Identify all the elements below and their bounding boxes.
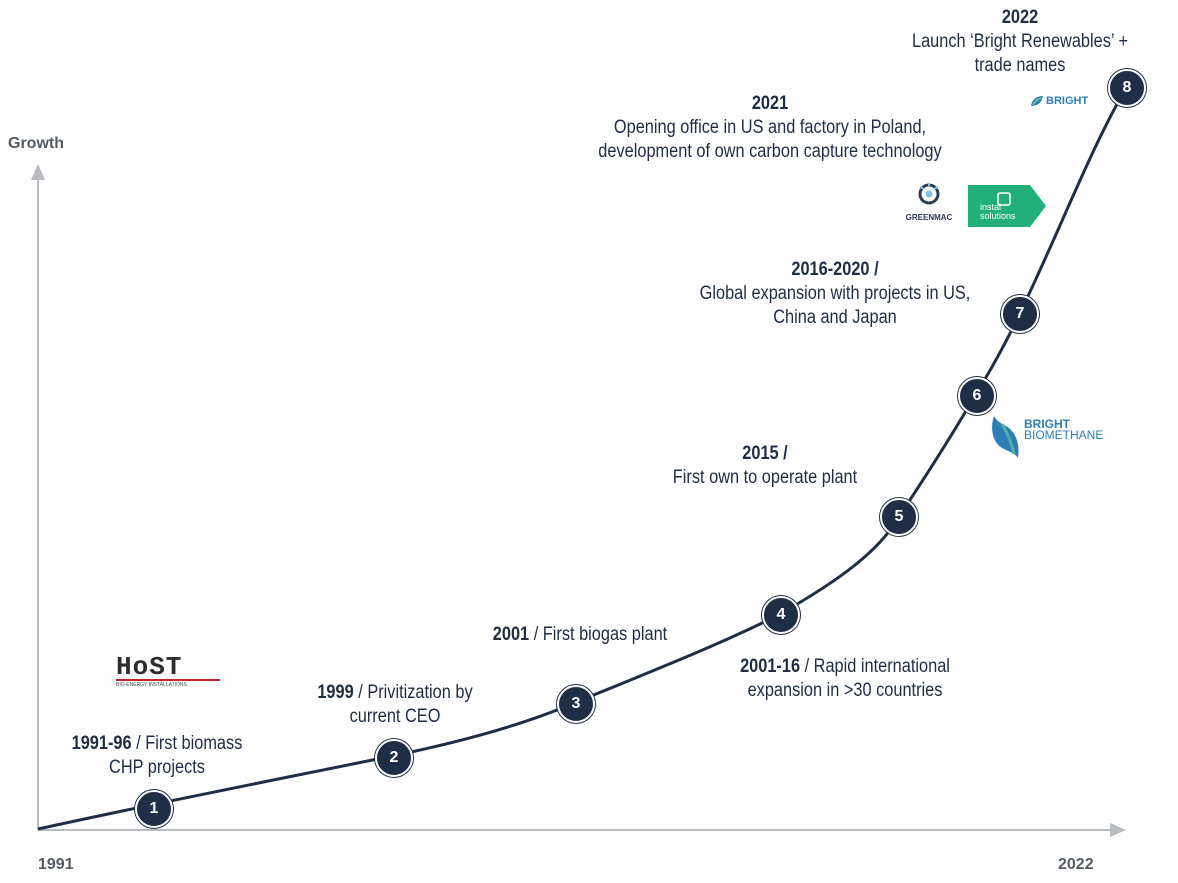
x-axis-start-label: 1991: [38, 856, 74, 873]
milestone-2-desc: Privitization by current CEO: [349, 682, 473, 727]
milestone-7-year: 2016-2020: [791, 259, 870, 280]
biomethane-logo-line2: BIOMETHANE: [1024, 428, 1104, 442]
instal-logo-line1: instal: [980, 202, 1002, 212]
milestone-marker-4: 4: [762, 596, 800, 634]
instal-logo-line2: solutions: [980, 211, 1016, 221]
milestone-3-year: 2001: [492, 624, 530, 645]
greenmac-logo-title: GREENMAC: [905, 213, 953, 222]
biomethane-logo-line1: BRIGHT: [1024, 417, 1070, 431]
milestone-8-year: 2022: [1001, 7, 1039, 28]
milestone-4-text: 2001-16 / Rapid international expansion …: [707, 655, 982, 703]
milestone-marker-5: 5: [880, 498, 918, 536]
instal-logo: instal solutions: [968, 185, 1046, 227]
milestone-2021-year: 2021: [751, 93, 789, 114]
host-logo-title: HoST: [116, 652, 183, 682]
milestone-7-text: 2016-2020 / Global expansion with projec…: [689, 258, 981, 330]
biomethane-leaf-icon: [992, 416, 1019, 458]
host-logo: HoST BIO-ENERGY INSTALLATIONS: [116, 652, 226, 689]
milestone-1-text: 1991-96 / First biomass CHP projects: [58, 732, 256, 780]
milestone-1-desc: First biomass CHP projects: [109, 733, 243, 778]
milestone-2-sep: /: [353, 682, 368, 703]
milestone-2-text: 1999 / Privitization by current CEO: [296, 681, 494, 729]
milestone-4-sep: /: [800, 656, 814, 677]
milestone-8-text: 2022 Launch ‘Bright Renewables’ + trade …: [900, 6, 1141, 78]
milestone-4-desc: Rapid international expansion in >30 cou…: [747, 656, 950, 701]
greenmac-logo: GREENMAC: [898, 182, 960, 222]
milestone-marker-2: 2: [375, 739, 413, 777]
milestone-7-desc: Global expansion with projects in US, Ch…: [699, 283, 971, 328]
milestone-2021-text: 2021 Opening office in US and factory in…: [585, 92, 955, 164]
milestone-marker-8: 8: [1108, 69, 1146, 107]
milestone-8-desc: Launch ‘Bright Renewables’ + trade names: [911, 31, 1129, 76]
milestone-3-text: 2001 / First biogas plant: [468, 623, 692, 647]
milestone-1-year: 1991-96: [71, 733, 132, 754]
instal-badge-shape: [968, 185, 1046, 227]
milestone-5-desc: First own to operate plant: [672, 467, 858, 488]
milestone-7-sep: /: [869, 259, 879, 280]
milestone-marker-6: 6: [958, 377, 996, 415]
milestone-3-sep: /: [529, 624, 543, 645]
milestone-marker-7: 7: [1001, 295, 1039, 333]
x-axis-arrow: [1110, 823, 1126, 837]
milestone-marker-3: 3: [557, 685, 595, 723]
y-axis-label: Growth: [8, 135, 64, 152]
leaf-icon: [1031, 96, 1043, 106]
milestone-2-year: 1999: [317, 682, 354, 703]
greenmac-emblem-icon: [918, 183, 940, 205]
milestone-5-year: 2015: [742, 443, 779, 464]
y-axis-arrow: [31, 164, 45, 180]
host-logo-subtitle: BIO-ENERGY INSTALLATIONS: [116, 679, 220, 689]
bright-logo: BRIGHT: [1030, 95, 1088, 107]
milestone-1-sep: /: [131, 733, 146, 754]
x-axis-end-label: 2022: [1058, 856, 1094, 873]
milestone-2021-desc: Opening office in US and factory in Pola…: [598, 117, 942, 162]
milestone-3-desc: First biogas plant: [542, 624, 668, 645]
bright-logo-title: BRIGHT: [1046, 95, 1089, 107]
milestone-marker-1: 1: [135, 790, 173, 828]
milestone-5-sep: /: [778, 443, 788, 464]
milestone-4-year: 2001-16: [740, 656, 801, 677]
milestone-5-text: 2015 / First own to operate plant: [636, 442, 894, 490]
bright-biomethane-logo: BRIGHT BIOMETHANE: [988, 414, 1103, 458]
